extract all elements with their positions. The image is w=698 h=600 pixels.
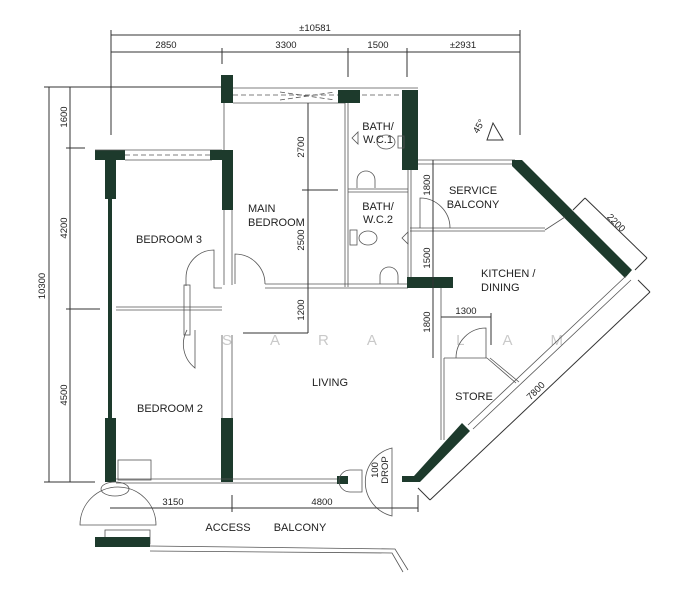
dim-left-1: 1600	[59, 106, 70, 127]
dim-k-2: 1500	[422, 247, 433, 268]
label-access: ACCESS	[205, 522, 250, 534]
interior-dimensions: 2700 2500 1200 1800 1500 1800 1300 2200 …	[110, 103, 651, 512]
dim-k-3: 1800	[422, 311, 433, 332]
label-bath1-line2: W.C.1	[363, 134, 393, 146]
dim-k-1: 1800	[422, 174, 433, 195]
dim-bottom-2: 4800	[311, 497, 332, 508]
dim-mb-2: 2500	[296, 229, 307, 250]
walls: 100 DROP	[79, 75, 632, 573]
label-bedroom2: BEDROOM 2	[137, 403, 203, 415]
top-dimensions: ±10581 2850 3300 1500 ±2931	[110, 23, 521, 135]
label-service-balcony-1: SERVICE	[449, 185, 497, 197]
label-kitchen-1: KITCHEN /	[481, 268, 536, 280]
dim-top-1: 2850	[155, 40, 176, 51]
label-store: STORE	[455, 391, 493, 403]
dim-mb-3: 1200	[296, 299, 307, 320]
dim-service-balcony-diag: 2200	[604, 212, 627, 235]
dim-top-2: 3300	[275, 40, 296, 51]
dim-left-3: 4500	[59, 384, 70, 405]
north-arrow-icon: 45°	[471, 117, 504, 141]
label-bath1-line1: BATH/	[362, 121, 395, 133]
refuse-chute-label: DROP	[380, 456, 391, 483]
label-bedroom3: BEDROOM 3	[136, 234, 202, 246]
label-balcony: BALCONY	[274, 522, 327, 534]
dim-overall-width: ±10581	[299, 23, 331, 34]
dim-mb-1: 2700	[296, 136, 307, 157]
watermark: SARA LAM	[222, 332, 601, 349]
label-service-balcony-2: BALCONY	[447, 199, 500, 211]
label-bath2-line1: BATH/	[362, 201, 395, 213]
dim-overall-height: 10300	[37, 273, 48, 299]
room-labels: BATH/ W.C.1 BATH/ W.C.2 SERVICE BALCONY …	[136, 121, 536, 534]
label-main-bedroom-2: BEDROOM	[248, 217, 305, 229]
label-kitchen-2: DINING	[481, 282, 520, 294]
dim-bottom-1: 3150	[162, 497, 183, 508]
dim-left-2: 4200	[59, 217, 70, 238]
north-angle: 45°	[471, 117, 488, 135]
refuse-chute-size: 100	[370, 462, 381, 478]
label-living: LIVING	[312, 377, 348, 389]
dim-top-4: ±2931	[450, 40, 476, 51]
left-dimensions: 10300 1600 4200 4500	[37, 86, 222, 483]
dim-top-3: 1500	[367, 40, 388, 51]
label-main-bedroom-1: MAIN	[248, 203, 276, 215]
dim-store-width: 1300	[455, 306, 476, 317]
label-bath2-line2: W.C.2	[363, 214, 393, 226]
